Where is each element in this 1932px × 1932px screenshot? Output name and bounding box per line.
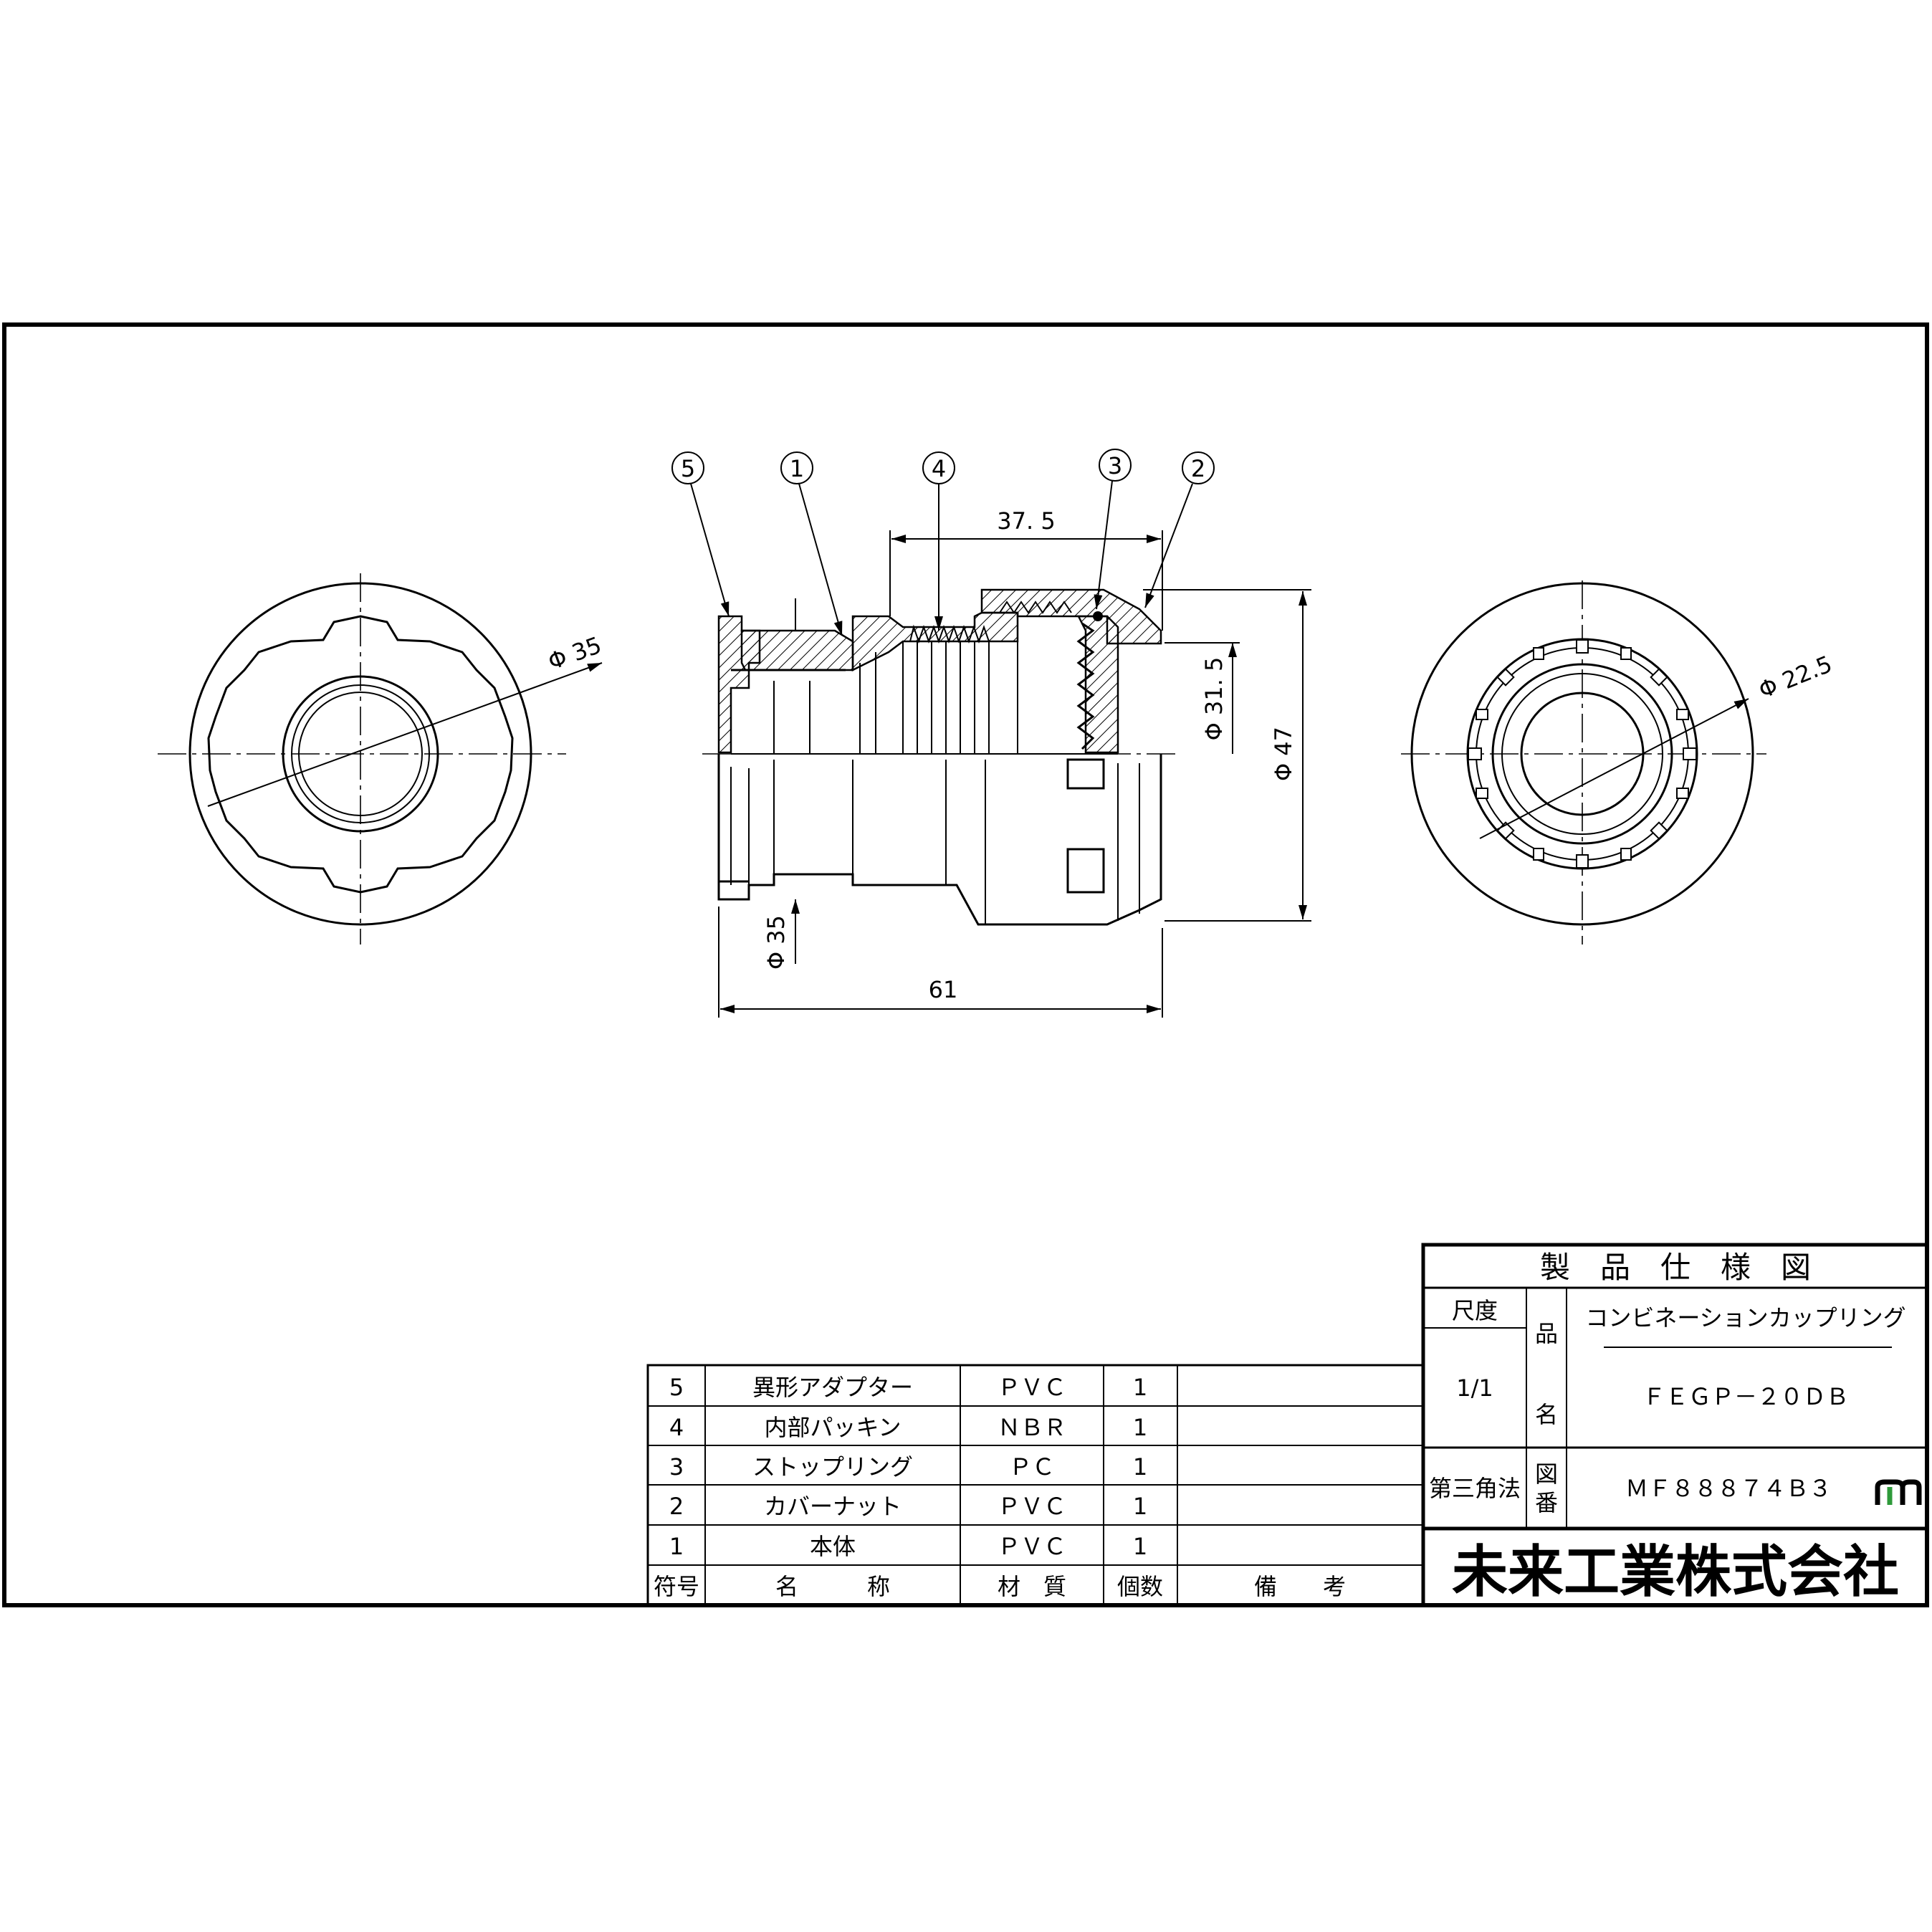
- svg-text:4: 4: [669, 1414, 684, 1441]
- svg-text:1: 1: [1133, 1414, 1147, 1441]
- table-row: 5 異形アダプター ＰＶＣ 1: [669, 1374, 1147, 1401]
- drawing-number: ＭＦ８８８７４Ｂ３: [1625, 1475, 1832, 1502]
- balloon-2: 2: [1144, 451, 1215, 608]
- dim-dia-35-bottom: Φ 35: [762, 915, 790, 970]
- svg-text:ＰＶＣ: ＰＶＣ: [998, 1493, 1066, 1520]
- company-name: 未来工業株式会社: [1452, 1540, 1899, 1605]
- dim-61: 61: [929, 976, 958, 1003]
- svg-text:内部パッキン: 内部パッキン: [764, 1414, 901, 1441]
- scale-label: 尺度: [1452, 1297, 1498, 1324]
- title-block: 製 品 仕 様 図 尺度 1/1 品 名 コンビネーションカップリング ＦＥＧＰ…: [1421, 1243, 1929, 1607]
- svg-text:備 考: 備 考: [1254, 1573, 1346, 1600]
- svg-text:3: 3: [1108, 452, 1122, 479]
- balloon-4: 4: [922, 451, 955, 631]
- right-end-view: Φ 22.5: [1401, 580, 1836, 945]
- table-row: 2 カバーナット ＰＶＣ 1: [669, 1493, 1147, 1520]
- svg-text:4: 4: [932, 455, 946, 482]
- table-row: 4 内部パッキン ＮＢＲ 1: [669, 1414, 1147, 1441]
- svg-text:1: 1: [1133, 1453, 1147, 1481]
- svg-text:5: 5: [669, 1374, 684, 1401]
- svg-text:材 質: 材 質: [998, 1573, 1066, 1600]
- svg-text:カバーナット: カバーナット: [764, 1493, 902, 1520]
- balloon-1: 1: [780, 451, 843, 636]
- balloon-5: 5: [671, 451, 730, 617]
- table-row: 1 本体 ＰＶＣ 1: [669, 1533, 1147, 1560]
- drawing-frame: [2, 322, 1929, 1607]
- svg-text:ストップリング: ストップリング: [752, 1453, 913, 1481]
- left-dia-label: Φ 35: [545, 631, 605, 676]
- svg-text:名 称: 名 称: [775, 1573, 890, 1600]
- product-label-2: 名: [1535, 1401, 1558, 1428]
- svg-text:ＰＣ: ＰＣ: [1009, 1453, 1055, 1481]
- balloon-3: 3: [1094, 449, 1132, 610]
- dim-37-5: 37. 5: [997, 507, 1055, 535]
- product-name: コンビネーションカップリング: [1585, 1304, 1905, 1331]
- svg-text:1: 1: [1133, 1533, 1147, 1560]
- left-end-view: Φ 35: [158, 573, 605, 945]
- dim-dia-31-5: Φ 31. 5: [1200, 657, 1228, 741]
- dim-dia-47: Φ 47: [1270, 727, 1297, 781]
- product-label-1: 品: [1535, 1320, 1558, 1347]
- projection: 第三角法: [1429, 1475, 1521, 1502]
- svg-text:本体: 本体: [810, 1533, 856, 1560]
- table-row: 3 ストップリング ＰＣ 1: [669, 1453, 1147, 1481]
- svg-text:1: 1: [1133, 1493, 1147, 1520]
- svg-text:異形アダプター: 異形アダプター: [752, 1374, 913, 1401]
- svg-text:3: 3: [669, 1453, 684, 1481]
- svg-text:2: 2: [1191, 455, 1205, 482]
- sheet-title: 製 品 仕 様 図: [1540, 1250, 1811, 1285]
- right-dia-label: Φ 22.5: [1755, 650, 1836, 704]
- svg-text:2: 2: [669, 1493, 684, 1520]
- svg-text:1: 1: [669, 1533, 684, 1560]
- parts-table: 5 異形アダプター ＰＶＣ 1 4 内部パッキン ＮＢＲ 1 3 ストップリング…: [646, 1364, 1425, 1607]
- svg-text:1: 1: [790, 455, 804, 482]
- svg-text:ＰＶＣ: ＰＶＣ: [998, 1374, 1066, 1401]
- product-code: ＦＥＧＰ－２０ＤＢ: [1642, 1383, 1849, 1410]
- svg-text:符号: 符号: [654, 1573, 699, 1600]
- svg-text:ＮＢＲ: ＮＢＲ: [998, 1414, 1066, 1441]
- scale-value: 1/1: [1456, 1374, 1493, 1402]
- table-header: 符号 名 称 材 質 個数 備 考: [654, 1573, 1346, 1600]
- company-logo: [1875, 1479, 1922, 1505]
- drawing-no-label-1: 図: [1535, 1460, 1558, 1488]
- svg-text:1: 1: [1133, 1374, 1147, 1401]
- section-view: 5 1 4 3 2 37. 5 Φ: [671, 449, 1311, 1018]
- svg-text:5: 5: [681, 455, 695, 482]
- svg-text:ＰＶＣ: ＰＶＣ: [998, 1533, 1066, 1560]
- svg-text:個数: 個数: [1117, 1573, 1163, 1600]
- drawing-no-label-2: 番: [1535, 1489, 1558, 1516]
